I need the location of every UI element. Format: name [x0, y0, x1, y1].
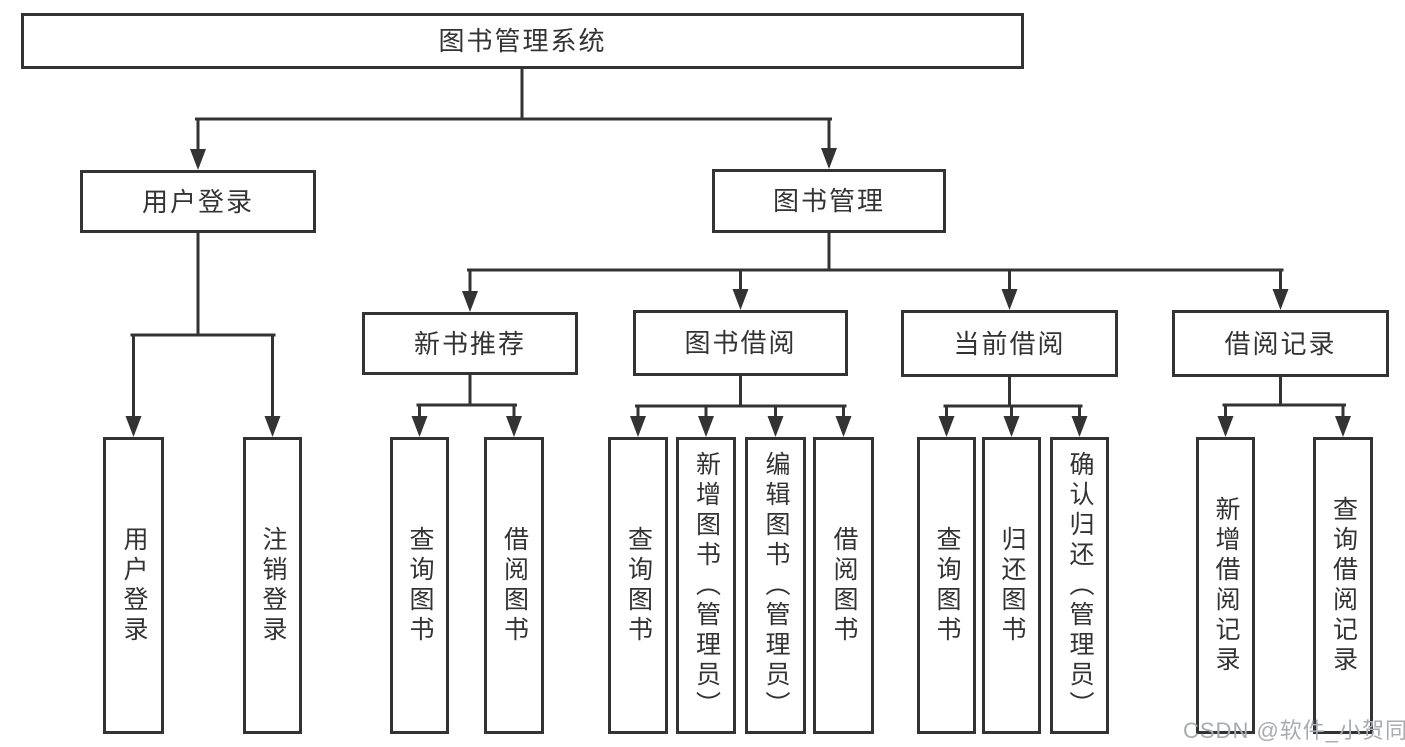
node-book-borrowing: 图书借阅: [633, 310, 848, 376]
leaf-borrow-books-1: 借阅图书: [484, 437, 544, 734]
leaf-edit-book-admin: 编辑图书（管理员）: [745, 437, 806, 734]
leaf-query-borrow-record: 查询借阅记录: [1313, 437, 1373, 734]
leaf-logout: 注销登录: [243, 437, 302, 734]
node-new-book-recommend: 新书推荐: [362, 312, 578, 375]
leaf-add-borrow-record: 新增借阅记录: [1196, 437, 1255, 734]
leaf-query-books-3: 查询图书: [917, 437, 976, 734]
leaf-user-login: 用户登录: [103, 437, 164, 734]
leaf-confirm-return-admin: 确认归还（管理员）: [1050, 437, 1109, 734]
leaf-borrow-books-2: 借阅图书: [813, 437, 874, 734]
node-book-management: 图书管理: [712, 169, 946, 233]
node-borrow-records: 借阅记录: [1172, 310, 1389, 377]
leaf-return-books: 归还图书: [982, 437, 1041, 734]
leaf-query-books-2: 查询图书: [608, 437, 668, 734]
node-library-system: 图书管理系统: [21, 13, 1024, 69]
leaf-add-book-admin: 新增图书（管理员）: [676, 437, 736, 734]
watermark: CSDN @软件_小贺同学: [1183, 718, 1405, 743]
leaf-query-books-1: 查询图书: [390, 437, 449, 734]
node-current-borrowing: 当前借阅: [901, 310, 1118, 377]
node-user-login: 用户登录: [80, 170, 316, 233]
